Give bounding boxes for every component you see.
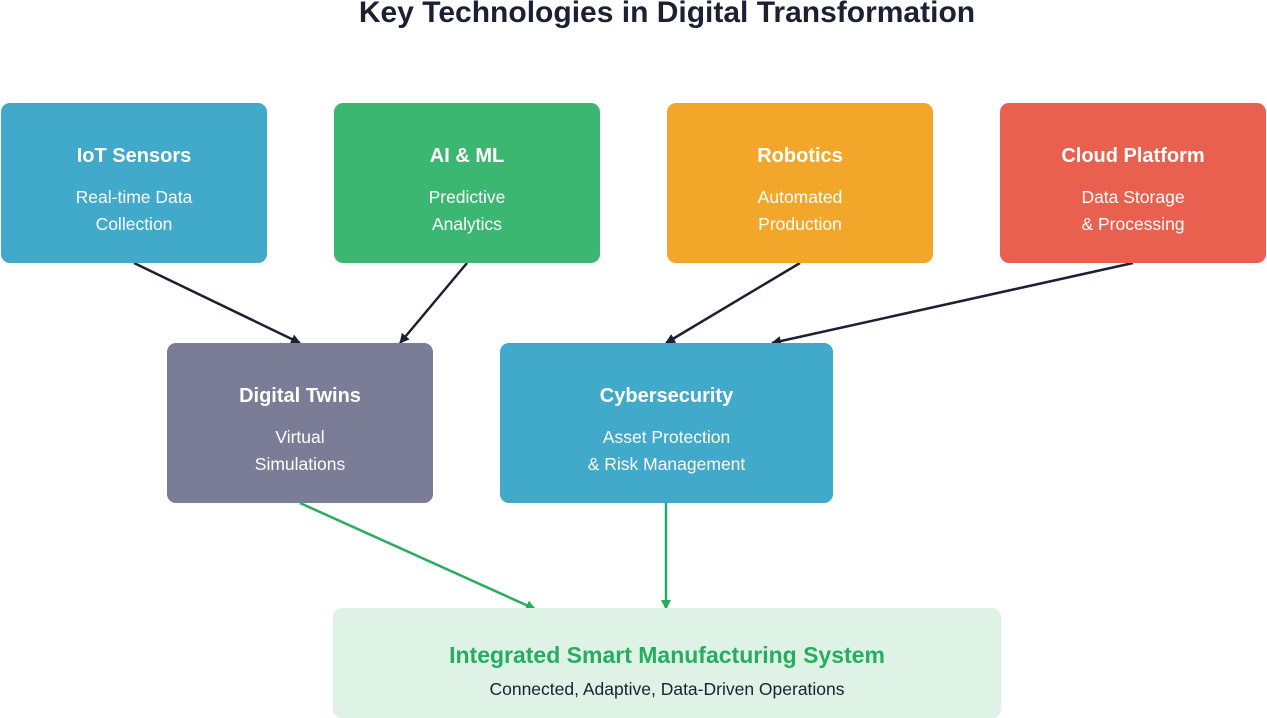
integrated-system-title: Integrated Smart Manufacturing System: [449, 642, 885, 668]
cloud-platform-title: Cloud Platform: [1061, 145, 1205, 167]
cloud-platform-node: Cloud Platform Data Storage & Processing: [1000, 103, 1266, 263]
page-title: Key Technologies in Digital Transformati…: [358, 0, 976, 29]
cybersecurity-title: Cybersecurity: [599, 385, 734, 407]
robotics-desc: Automated Production: [757, 187, 843, 234]
digital-twins-node: Digital Twins Virtual Simulations: [167, 343, 433, 503]
integrated-system-desc: Connected, Adaptive, Data-Driven Operati…: [489, 679, 845, 699]
cybersecurity-desc: Asset Protection & Risk Management: [587, 427, 746, 474]
arrow-iot-to-twins: [133, 261, 301, 345]
cybersecurity-node: Cybersecurity Asset Protection & Risk Ma…: [500, 343, 833, 503]
ai-ml-desc: Predictive Analytics: [428, 187, 506, 234]
iot-sensors-desc: Real-time Data Collection: [75, 187, 193, 234]
integrated-system-node: Integrated Smart Manufacturing System Co…: [333, 608, 1001, 718]
iot-sensors-node: IoT Sensors Real-time Data Collection: [1, 103, 267, 263]
arrow-ai-to-twins: [399, 262, 468, 344]
arrow-cloud-to-cyber: [771, 261, 1134, 346]
arrow-robotics-to-cyber: [665, 261, 801, 345]
ai-ml-title: AI & ML: [429, 145, 505, 167]
arrow-twins-to-result: [299, 501, 536, 611]
ai-ml-node: AI & ML Predictive Analytics: [334, 103, 600, 263]
iot-sensors-title: IoT Sensors: [76, 145, 192, 167]
digital-twins-desc: Virtual Simulations: [254, 427, 346, 474]
robotics-node: Robotics Automated Production: [667, 103, 933, 263]
cloud-platform-desc: Data Storage & Processing: [1081, 187, 1185, 234]
robotics-title: Robotics: [757, 145, 843, 167]
digital-twins-title: Digital Twins: [239, 385, 361, 407]
